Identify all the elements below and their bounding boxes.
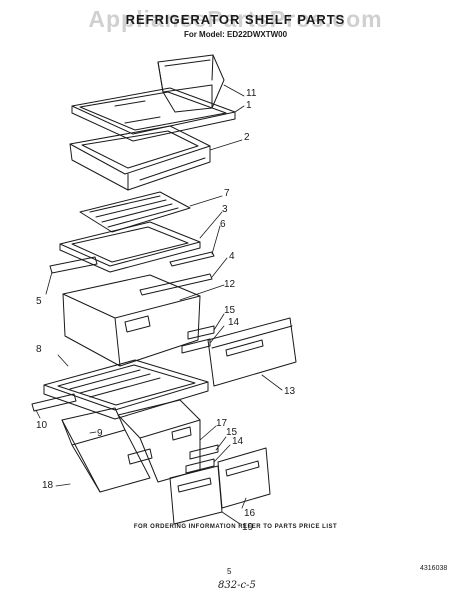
part-18-lower-pan xyxy=(61,407,153,493)
callout-9: 9 xyxy=(97,428,103,439)
part-15-14-slides-lower xyxy=(185,444,219,474)
callout-8: 8 xyxy=(36,344,42,355)
part-12-upper-pan xyxy=(62,274,201,367)
callout-17: 17 xyxy=(216,418,228,429)
part-16-drawer-front xyxy=(217,447,271,509)
part-4-rail xyxy=(139,273,213,296)
callout-18: 18 xyxy=(42,480,54,491)
callout-1: 1 xyxy=(246,100,252,111)
part-3-pan-cover xyxy=(59,221,201,273)
callout-2: 2 xyxy=(244,132,250,143)
callout-11: 11 xyxy=(246,88,257,99)
callout-14-upper: 14 xyxy=(228,317,240,328)
callout-12: 12 xyxy=(224,279,236,290)
callout-4: 4 xyxy=(229,251,235,262)
callout-15-upper: 15 xyxy=(224,305,236,316)
part-13-drawer-front xyxy=(207,317,297,387)
part-8-lower-shelf xyxy=(43,359,209,420)
callout-3: 3 xyxy=(222,204,228,215)
part-5-slide xyxy=(49,256,98,274)
part-7-glass-insert xyxy=(79,191,191,233)
callout-15-lower: 15 xyxy=(226,427,238,438)
model-number: For Model: ED22DWXTW00 xyxy=(183,30,288,39)
part-10-slide xyxy=(31,393,77,412)
page-number: 5 xyxy=(227,567,232,576)
callout-5: 5 xyxy=(36,296,42,307)
part-19-drawer-front xyxy=(169,465,223,525)
page-title: REFRIGERATOR SHELF PARTS xyxy=(125,12,346,27)
watermark: AppliancePartsPros.com xyxy=(88,6,383,32)
part-11-bin xyxy=(157,54,225,113)
handwritten-note: 832-c-5 xyxy=(218,580,256,591)
ordering-note: FOR ORDERING INFORMATION REFER TO PARTS … xyxy=(133,524,338,530)
callout-14-lower: 14 xyxy=(232,436,244,447)
callout-6: 6 xyxy=(220,219,226,230)
part-2-shelf-frame xyxy=(69,125,211,191)
part-6-rail xyxy=(169,251,215,267)
leader-lines xyxy=(35,84,283,525)
callout-13: 13 xyxy=(284,386,296,397)
document-number: 4316038 xyxy=(420,565,448,572)
callout-19: 19 xyxy=(242,522,254,533)
part-15-14-slides-upper xyxy=(181,325,215,354)
callout-10: 10 xyxy=(36,420,48,431)
callout-16: 16 xyxy=(244,508,256,519)
callout-7: 7 xyxy=(224,188,230,199)
